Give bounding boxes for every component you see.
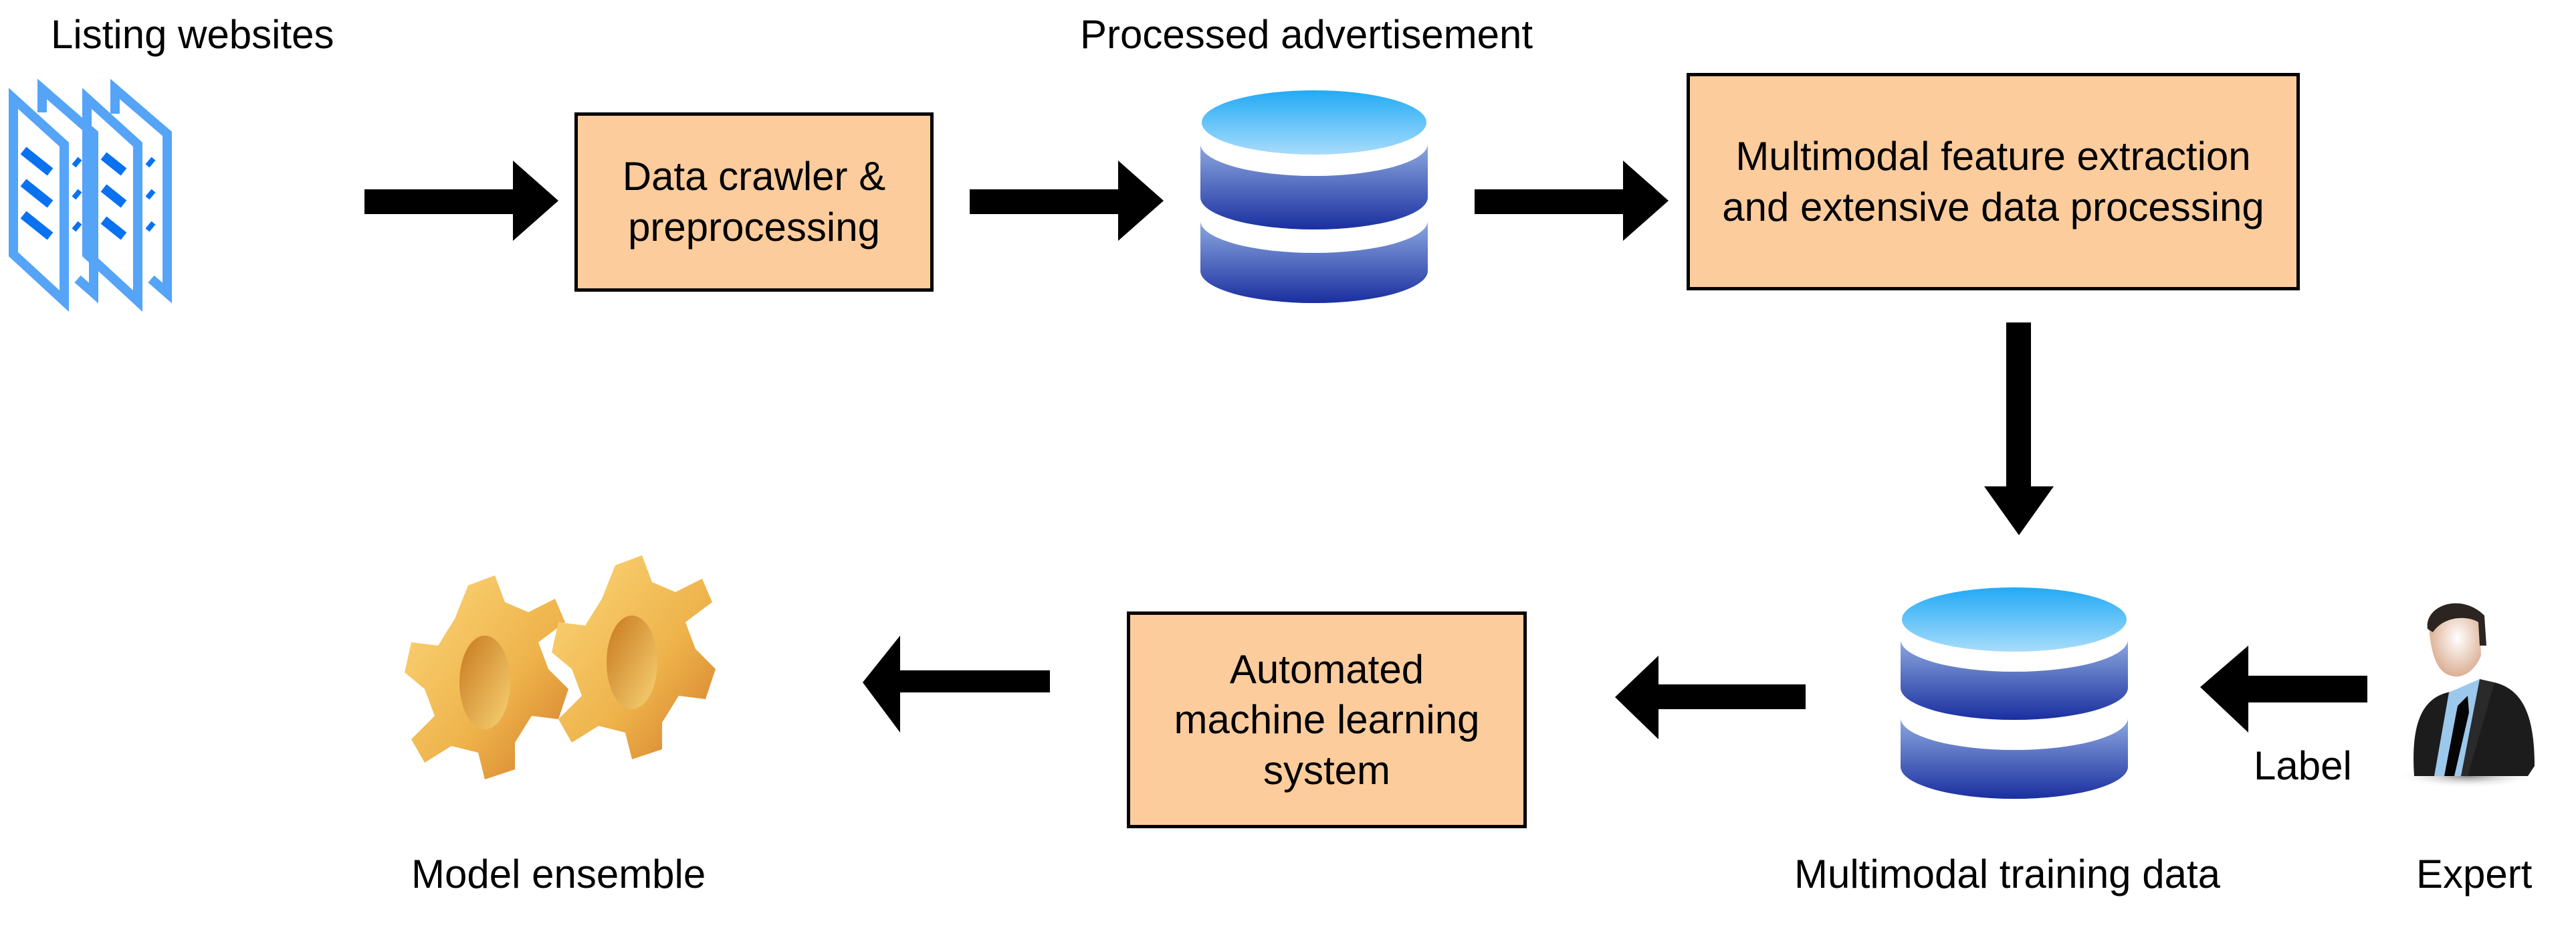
- feature-extraction-line-1: Multimodal feature extraction: [1735, 133, 2251, 179]
- feature-extraction-line-2: and extensive data processing: [1722, 184, 2264, 229]
- arrow-training-to-automl: [1615, 656, 1806, 739]
- expert-label: Expert: [2416, 852, 2533, 896]
- automl-line-1: Automated: [1229, 646, 1424, 692]
- arrow-expert-to-training: [2200, 646, 2367, 733]
- database-icon-training: [1901, 587, 2128, 799]
- arrow-websites-to-crawler: [364, 161, 558, 241]
- arrow-processed-to-features: [1475, 161, 1669, 241]
- listing-websites-label: Listing websites: [51, 12, 334, 57]
- arrow-automl-to-ensemble: [863, 636, 1050, 733]
- arrow-crawler-to-processed: [970, 161, 1164, 241]
- crawler-line-1: Data crawler &: [622, 154, 886, 199]
- label-edge-text: Label: [2254, 743, 2352, 788]
- feature-extraction-box: Multimodal feature extraction and extens…: [1687, 73, 2300, 290]
- gear-left: [405, 575, 568, 779]
- person-icon: [2397, 603, 2538, 788]
- training-data-label: Multimodal training data: [1794, 852, 2221, 896]
- model-ensemble-label: Model ensemble: [411, 852, 706, 896]
- gears-icon: [405, 555, 716, 779]
- processed-ad-label: Processed advertisement: [1080, 12, 1533, 57]
- gear-right: [552, 555, 716, 759]
- automl-line-3: system: [1263, 747, 1391, 793]
- automl-box: Automated machine learning system: [1127, 611, 1527, 828]
- automl-line-2: machine learning: [1174, 697, 1480, 743]
- database-icon: [1200, 90, 1428, 303]
- arrow-features-to-training: [1984, 322, 2054, 535]
- documents-icon: [9, 78, 172, 312]
- crawler-box: Data crawler & preprocessing: [574, 112, 934, 292]
- crawler-line-2: preprocessing: [628, 205, 880, 250]
